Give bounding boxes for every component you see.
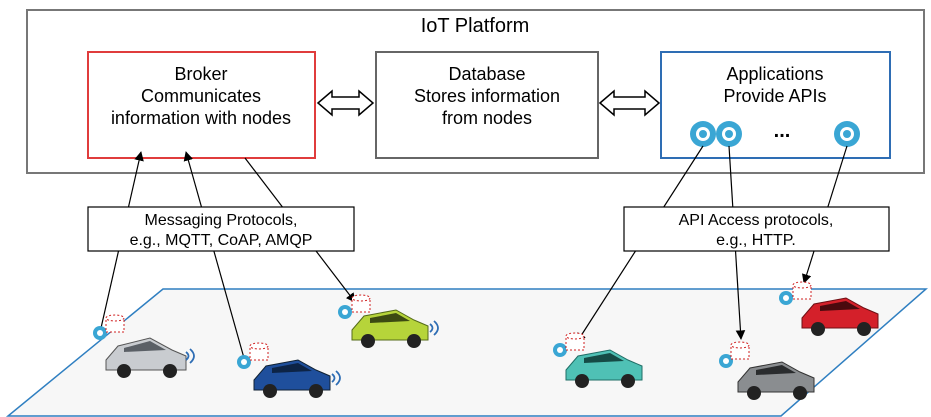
api-access-protocols-line2: e.g., HTTP. — [716, 232, 796, 249]
applications-title: Applications — [726, 64, 823, 84]
car-icon — [565, 349, 643, 388]
iot-node-icon — [338, 305, 352, 319]
database-box — [375, 51, 599, 159]
wireless-signal-icon — [331, 370, 341, 386]
ground-plane — [5, 288, 928, 417]
iot-node-icon — [553, 343, 567, 357]
iot-node-icon — [93, 326, 107, 340]
storage-cylinder-icon — [565, 332, 585, 351]
app-icon — [716, 121, 742, 147]
storage-cylinder-icon — [105, 314, 125, 333]
app-icon — [834, 121, 860, 147]
storage-cylinder-icon — [351, 294, 371, 313]
iot-node-icon — [719, 354, 733, 368]
storage-cylinder-icon — [249, 342, 269, 361]
wireless-signal-icon — [429, 320, 439, 336]
storage-cylinder-icon — [792, 281, 812, 300]
messaging-protocols-line1: Messaging Protocols, — [145, 212, 298, 229]
broker-title: Broker — [174, 64, 227, 84]
api-access-protocols-box — [623, 206, 890, 252]
broker-line1: Communicates — [141, 86, 261, 106]
connector-line — [183, 151, 245, 359]
messaging-protocols-line2: e.g., MQTT, CoAP, AMQP — [130, 232, 313, 249]
database-title: Database — [448, 64, 525, 84]
car-icon — [801, 297, 879, 336]
applications-ellipsis: ... — [774, 120, 791, 142]
car-icon — [105, 337, 187, 378]
car-icon — [737, 361, 815, 400]
iot-platform-title: IoT Platform — [421, 15, 530, 37]
broker-database-double-arrow — [316, 89, 375, 117]
database-applications-double-arrow — [598, 89, 661, 117]
iot-node-icon — [237, 355, 251, 369]
app-icon — [690, 121, 716, 147]
database-line1: Stores information — [414, 86, 560, 106]
applications-line1: Provide APIs — [723, 86, 826, 106]
storage-cylinder-icon — [730, 341, 750, 360]
broker-line2: information with nodes — [111, 108, 291, 128]
car-icon — [351, 309, 429, 348]
api-access-protocols-line1: API Access protocols, — [679, 212, 834, 229]
car-icon — [253, 359, 331, 398]
broker-box — [87, 51, 316, 159]
iot-node-icon — [779, 291, 793, 305]
messaging-protocols-box — [87, 206, 355, 252]
wireless-signal-icon — [185, 348, 195, 364]
database-line2: from nodes — [442, 108, 532, 128]
